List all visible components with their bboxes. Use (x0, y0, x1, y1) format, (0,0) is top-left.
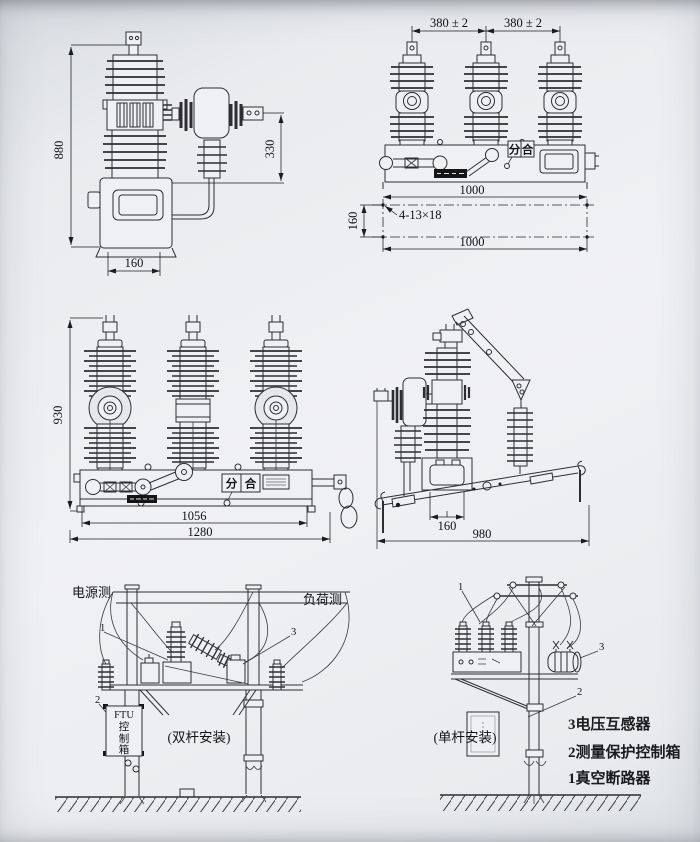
legend-item-breaker: 1真空断路器 (568, 769, 652, 787)
callout-3: 3 (599, 642, 604, 653)
dim-height: 930 (51, 406, 65, 425)
double-pole-caption: (双杆安装) (168, 730, 231, 745)
switch-close-label: 合 (245, 477, 257, 491)
nameplate (127, 495, 157, 503)
ftu-line2: 控 (119, 720, 130, 733)
source-side-label: 电源测 (72, 585, 111, 600)
dim-base: 160 (125, 256, 144, 270)
dim-base: 160 (438, 519, 457, 533)
callout-2: 2 (577, 687, 582, 698)
switch-close-label: 合 (522, 143, 534, 157)
dim-height: 880 (52, 141, 66, 160)
ftu-control-box (105, 705, 143, 757)
view-front-top: 380 ± 2 380 ± 2 分 合 1000 4-13×18 160 (346, 16, 599, 252)
callout-3: 3 (291, 627, 296, 638)
switch-open-label: 分 (509, 143, 521, 157)
single-pole-caption: (单杆安装) (434, 730, 497, 745)
dim-width: 980 (473, 527, 492, 541)
callout-1: 1 (100, 623, 105, 634)
dim-outer-width: 1280 (188, 525, 213, 539)
nameplate (434, 169, 467, 178)
load-side-label: 负荷测 (303, 592, 342, 607)
ftu-line1: FTU (114, 710, 134, 721)
note-mount-holes: 4-13×18 (399, 208, 441, 222)
callout-2: 2 (95, 695, 100, 706)
callout-1: 1 (458, 582, 463, 593)
switch-open-label: 分 (226, 477, 238, 491)
dim-inner-width: 1056 (182, 509, 207, 523)
view-front-mid: 930 分 合 1056 1280 (51, 314, 358, 543)
view-install-double: 电源测 负荷测 (55, 584, 350, 812)
dim-width: 1000 (460, 183, 485, 197)
legend-item-vt: 3电压互感器 (568, 715, 652, 733)
dim-phase-left: 380 ± 2 (430, 16, 468, 30)
dim-mount-width: 1000 (460, 235, 485, 249)
view-side-top: 880 330 (52, 31, 284, 276)
view-side-mid: 160 980 (373, 308, 590, 549)
dim-phase-right: 380 ± 2 (504, 16, 542, 30)
view-install-single: 1 3 2 3电压互感器 2测量保护控制箱 1真空断路器 (单杆安装) (434, 576, 681, 811)
legend-item-control-box: 2测量保护控制箱 (568, 743, 681, 761)
ftu-line4: 箱 (119, 743, 130, 756)
ftu-line3: 制 (119, 732, 130, 745)
dim-side: 330 (263, 140, 277, 159)
dim-mount-height: 160 (346, 212, 360, 231)
